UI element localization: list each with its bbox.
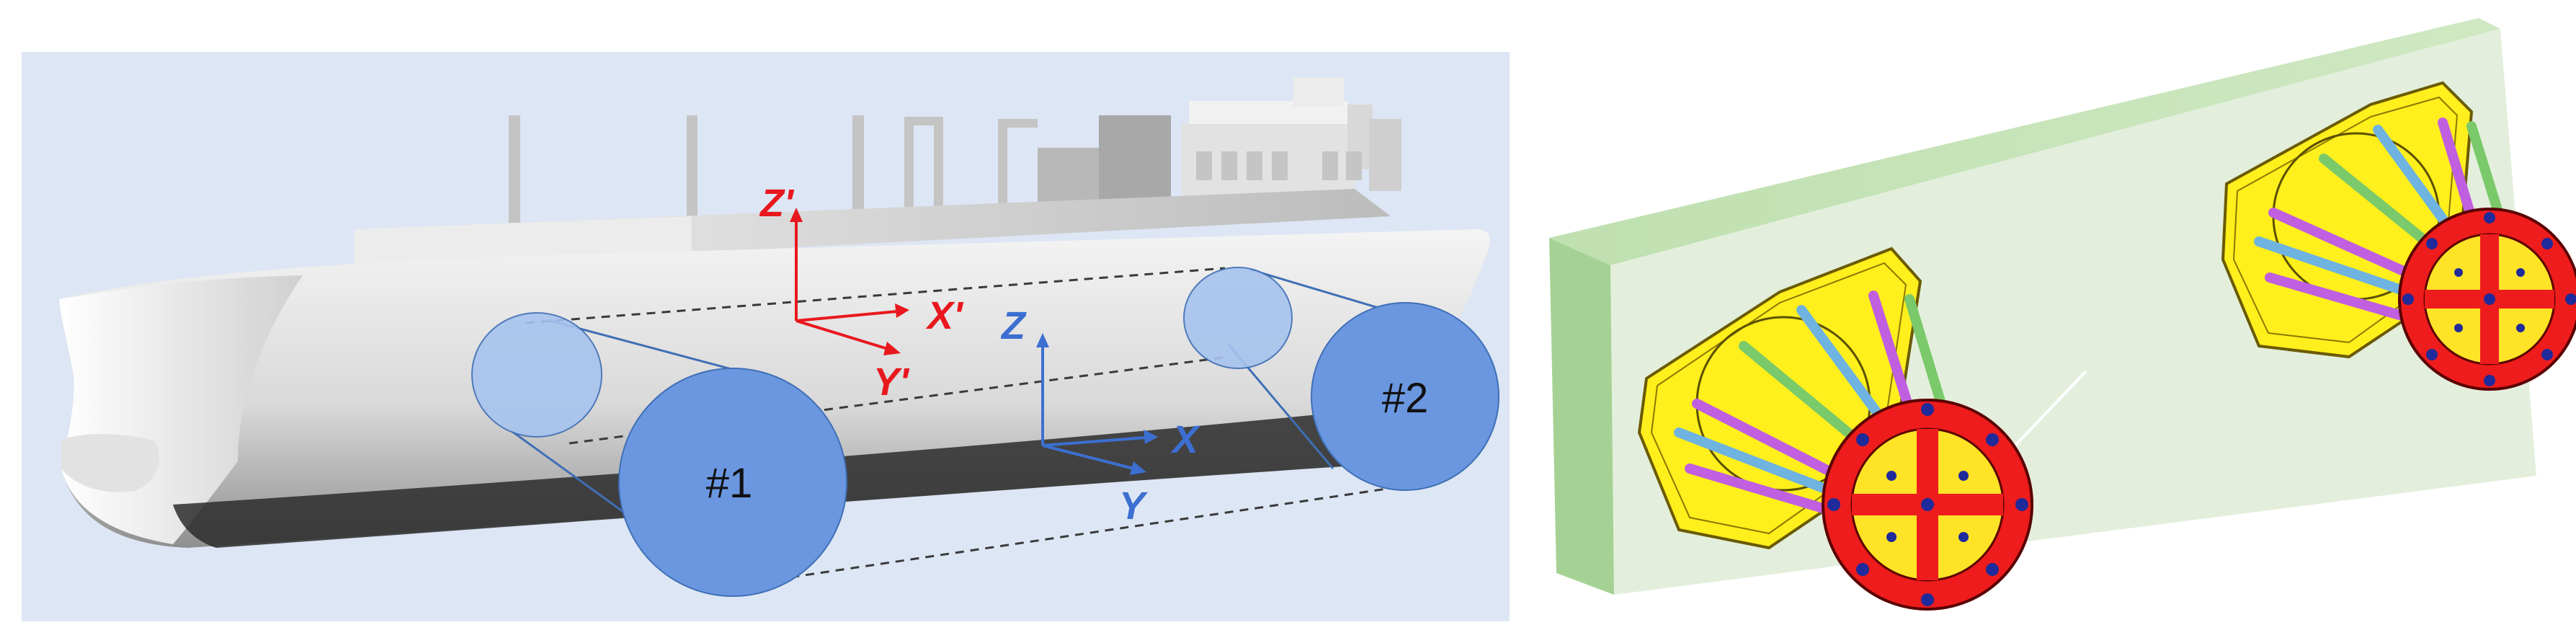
circle-1-connector	[511, 319, 754, 513]
projected-circle-1	[471, 312, 602, 438]
global-x-label: X	[1170, 418, 1200, 461]
projected-circle-2	[1183, 267, 1293, 369]
body-x-label: X'	[925, 294, 964, 337]
actuator-module-1	[1637, 247, 2033, 611]
circle-2	[1311, 302, 1499, 491]
body-z-label: Z'	[759, 182, 795, 225]
circle-1	[618, 368, 847, 597]
circle-1-label: #1	[706, 460, 753, 507]
actuator-module-2	[2221, 81, 2576, 391]
mounting-block-panel	[1549, 18, 2576, 611]
ship-diagram-panel: #1 #2 Z' X' Y' Z X Y	[22, 52, 1510, 621]
body-y-label: Y'	[873, 360, 910, 404]
block-end-face	[1549, 238, 1614, 595]
ship-superstructure	[355, 78, 1401, 272]
global-y-label: Y	[1119, 484, 1149, 528]
body-axes	[790, 208, 909, 355]
circle-2-label: #2	[1382, 375, 1429, 422]
global-axes	[1036, 333, 1158, 475]
global-z-label: Z	[1000, 304, 1027, 347]
block-top-face	[1549, 18, 2500, 265]
